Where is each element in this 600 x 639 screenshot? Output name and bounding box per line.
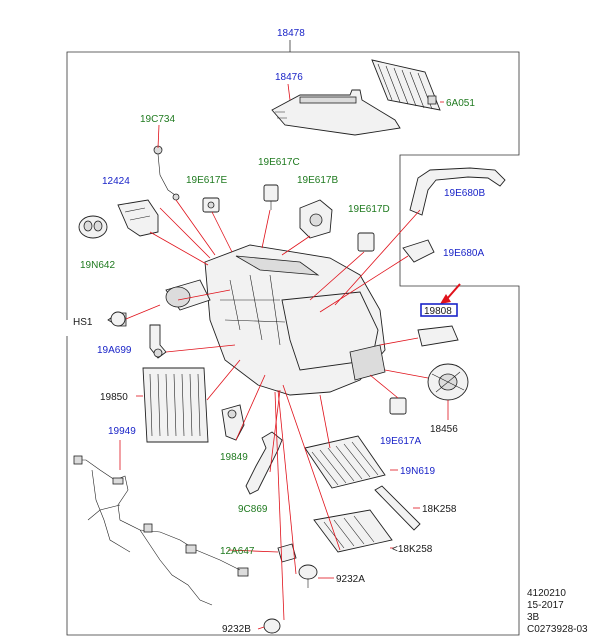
- connector-12a647[interactable]: [277, 543, 297, 563]
- callout-hs1[interactable]: HS1: [73, 317, 93, 328]
- callout-18k258-a[interactable]: 18K258: [422, 504, 457, 515]
- callout-19e617a[interactable]: 19E617A: [380, 436, 421, 447]
- drain-hose-19e680b[interactable]: [409, 167, 506, 216]
- callout-labels: 18478 18476 6A051 19C734 19E617C 12424 1…: [73, 28, 485, 635]
- callout-18456[interactable]: 18456: [430, 424, 458, 435]
- callout-9c869[interactable]: 9C869: [238, 504, 268, 515]
- reference-block: 4120210 15-2017 3B C0273928-03: [527, 588, 588, 635]
- callout-19850[interactable]: 19850: [100, 392, 128, 403]
- grommet-19n642[interactable]: [78, 215, 108, 239]
- callout-19e680b[interactable]: 19E680B: [444, 188, 485, 199]
- callout-19c734[interactable]: 19C734: [140, 114, 175, 125]
- frame-18k258-b[interactable]: [313, 509, 393, 553]
- expansion-valve-19849[interactable]: [221, 404, 245, 441]
- callout-18478[interactable]: 18478: [277, 28, 305, 39]
- callout-19n642[interactable]: 19N642: [80, 260, 115, 271]
- callout-19n619[interactable]: 19N619: [400, 466, 435, 477]
- callout-9232a[interactable]: 9232A: [336, 574, 365, 585]
- hvac-housing[interactable]: [165, 244, 386, 396]
- bracket-12424[interactable]: [117, 199, 159, 237]
- actuator-19e617b[interactable]: [299, 199, 333, 239]
- actuator-19e617e[interactable]: [202, 197, 220, 213]
- leader-lines: [119, 83, 449, 630]
- cabin-filter-19n619[interactable]: [304, 435, 386, 489]
- clip-9232a[interactable]: [298, 564, 318, 588]
- heater-core-matrix[interactable]: [371, 59, 441, 111]
- highlight-arrow: [440, 283, 461, 304]
- reference-line-2: 15-2017: [527, 600, 564, 611]
- blower-resistor-19808[interactable]: [417, 325, 459, 347]
- callout-18476[interactable]: 18476: [275, 72, 303, 83]
- callout-19849[interactable]: 19849: [220, 452, 248, 463]
- reference-line-4: C0273928-03: [527, 624, 588, 635]
- callout-19a699[interactable]: 19A699: [97, 345, 132, 356]
- callout-12424[interactable]: 12424: [102, 176, 130, 187]
- screw-hs1[interactable]: [107, 311, 127, 327]
- callout-18k258-b[interactable]: <18K258: [392, 544, 433, 555]
- reference-line-3: 3B: [527, 612, 540, 623]
- bracket-19a699[interactable]: [149, 324, 167, 359]
- clip-9232b[interactable]: [263, 618, 281, 634]
- callout-19e617c[interactable]: 19E617C: [258, 157, 300, 168]
- actuator-19e617d[interactable]: [357, 232, 375, 252]
- blower-motor-18456[interactable]: [427, 363, 469, 401]
- hose-connector-19e680a[interactable]: [402, 239, 435, 263]
- callout-9232b[interactable]: 9232B: [222, 624, 251, 635]
- callout-19949[interactable]: 19949: [108, 426, 136, 437]
- actuator-19e617a[interactable]: [389, 397, 407, 415]
- evaporator-19850[interactable]: [142, 367, 209, 443]
- rail-18k258-a[interactable]: [374, 485, 421, 531]
- actuator-19e617c[interactable]: [263, 184, 279, 210]
- heater-core[interactable]: [271, 89, 401, 136]
- assembly-frame: [66, 40, 520, 636]
- callout-19e617d[interactable]: 19E617D: [348, 204, 390, 215]
- highlight-box: [420, 303, 458, 317]
- callout-12a647[interactable]: 12A647: [220, 546, 255, 557]
- callout-19808[interactable]: 19808: [424, 306, 452, 317]
- wiring-harness-19949[interactable]: [73, 455, 249, 606]
- reference-line-1: 4120210: [527, 588, 566, 599]
- callout-19e617b[interactable]: 19E617B: [297, 175, 338, 186]
- clip-6a051[interactable]: [427, 95, 437, 105]
- callout-19e680a[interactable]: 19E680A: [443, 248, 484, 259]
- callout-6a051[interactable]: 6A051: [446, 98, 475, 109]
- temperature-sensor-19c734[interactable]: [153, 145, 180, 201]
- callout-19e617e[interactable]: 19E617E: [186, 175, 227, 186]
